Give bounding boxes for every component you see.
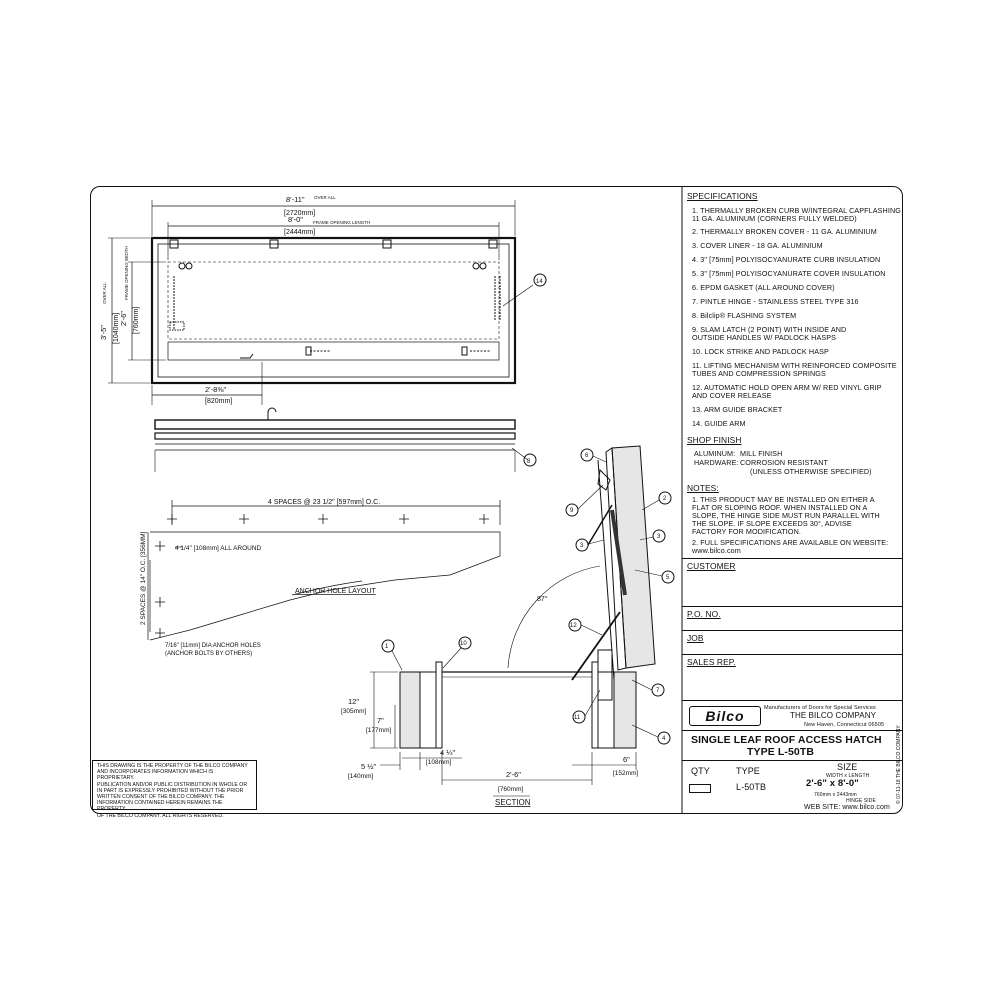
dim-5-mm: [140mm] [348, 773, 373, 780]
svg-text:3: 3 [657, 534, 661, 540]
anchor-hole-layout [147, 500, 501, 641]
section-view [370, 445, 675, 797]
latch-offset-text: 2'-8⅜" [205, 385, 227, 394]
hardware-note: (UNLESS OTHERWISE SPECIFIED) [750, 467, 872, 476]
plan-view [108, 200, 547, 405]
svg-text:5: 5 [666, 575, 670, 581]
type-value: L-50TB [736, 782, 767, 792]
overall-width-mm: [2720mm] [284, 210, 315, 217]
company-name: THE BILCO COMPANY [790, 711, 877, 720]
dim-26-mm: [760mm] [498, 786, 523, 793]
svg-text:3: 3 [580, 543, 584, 549]
section-angle: 87° [537, 595, 548, 603]
overall-width-text: 8'-11" [286, 195, 305, 204]
company-tagline: Manufacturers of Doors for Special Servi… [764, 705, 876, 711]
title-block: SPECIFICATIONS 1. THERMALLY BROKEN CURB … [682, 186, 903, 814]
date-code: © 07-11-18 THE BILCO COMPANY [896, 725, 902, 804]
dim-6-mm: [152mm] [613, 770, 638, 777]
svg-text:1: 1 [385, 644, 389, 650]
section-title: SECTION [495, 798, 531, 807]
sales-rep-field: SALES REP. [687, 657, 736, 667]
bilco-logo: Bilco [689, 706, 761, 726]
anchor-bolts-text: (ANCHOR BOLTS BY OTHERS) [165, 651, 252, 657]
callout-8 [523, 453, 537, 467]
dim-7: 7" [377, 716, 384, 725]
dim-12: 12" [348, 697, 359, 706]
anchor-layout-title: ANCHOR HOLE LAYOUT [295, 588, 376, 595]
svg-text:10: 10 [460, 641, 467, 647]
dim-4-mm: [108mm] [426, 759, 451, 766]
anchor-spacing-vertical: 2 SPACES @ 14" O.C. [356MM] [140, 531, 147, 625]
po-field: P.O. NO. [687, 609, 721, 619]
shop-finish-heading: SHOP FINISH [687, 435, 742, 445]
opening-height-text: 2'-6" [119, 311, 128, 326]
anchor-holes-text: 7/16" [11mm] DIA ANCHOR HOLES [165, 643, 261, 649]
product-title: SINGLE LEAF ROOF ACCESS HATCH [691, 734, 882, 746]
drawing-sheet-border [90, 186, 903, 814]
callout-8-label: 8 [527, 459, 531, 465]
size-label: SIZE [837, 762, 858, 772]
dim-7-mm: [177mm] [366, 727, 391, 734]
overall-side-label: OVER ALL [102, 282, 107, 304]
qty-box [689, 784, 711, 793]
hardware-value: CORROSION RESISTANT [740, 458, 829, 467]
anchor-spacing-horizontal: 4 SPACES @ 23 1/2" [597mm] O.C. [268, 499, 380, 506]
svg-text:9: 9 [570, 508, 574, 514]
latch-offset-mm: [820mm] [205, 398, 232, 405]
proprietary-notice: THIS DRAWING IS THE PROPERTY OF THE BILC… [92, 760, 257, 819]
svg-text:6: 6 [585, 453, 589, 459]
size-sub-label: WIDTH x LENGTH [826, 773, 870, 779]
overall-height-mm: [1040mm] [113, 313, 120, 344]
notes-heading: NOTES: [687, 483, 719, 493]
specifications-heading: SPECIFICATIONS [687, 191, 758, 201]
overall-height-text: 3'-5" [99, 325, 108, 340]
dim-12-mm: [305mm] [341, 708, 366, 715]
svg-text:2: 2 [663, 496, 667, 502]
size-mm: 760mm x 2443mm [814, 792, 857, 798]
callout-14 [533, 273, 547, 287]
qty-label: QTY [691, 766, 710, 776]
anchor-edge-distance: 4 1/4" [108mm] ALL AROUND [175, 545, 262, 552]
svg-text:4: 4 [662, 736, 666, 742]
dim-4: 4 ¼" [440, 748, 456, 757]
dim-6: 6" [623, 755, 630, 764]
opening-length-label: FRAME OPENING LENGTH [313, 220, 370, 225]
opening-width-text: 8'-0" [288, 215, 303, 224]
elevation-view [154, 407, 537, 472]
job-field: JOB [687, 633, 704, 643]
company-address: New Haven, Connecticut 06505 [804, 722, 885, 728]
svg-text:7: 7 [656, 688, 660, 694]
website-text: WEB SITE: www.bilco.com [804, 804, 890, 811]
aluminum-value: MILL FINISH [740, 449, 783, 458]
overall-label: OVER ALL [314, 195, 336, 200]
aluminum-label: ALUMINUM: [694, 449, 736, 458]
svg-text:11: 11 [574, 715, 581, 721]
section-callout-labels: 1 10 6 9 3 12 11 2 3 5 7 4 [385, 453, 670, 742]
customer-field: CUSTOMER [687, 561, 736, 571]
opening-height-mm: [760mm] [133, 307, 140, 334]
hardware-label: HARDWARE: [694, 458, 739, 467]
hinge-side-label: HINGE SIDE [846, 798, 876, 804]
callout-14-label: 14 [536, 279, 543, 285]
dim-5: 5 ½" [361, 762, 377, 771]
opening-width-mm: [2444mm] [284, 229, 315, 236]
opening-width-side-label: FRAME OPENING WIDTH [124, 246, 129, 300]
dim-26: 2'-6" [506, 770, 521, 779]
type-label: TYPE [736, 766, 760, 776]
product-type-title: TYPE L-50TB [747, 746, 815, 758]
size-value: 2'-6" x 8'-0" [806, 778, 859, 789]
svg-text:12: 12 [570, 623, 577, 629]
